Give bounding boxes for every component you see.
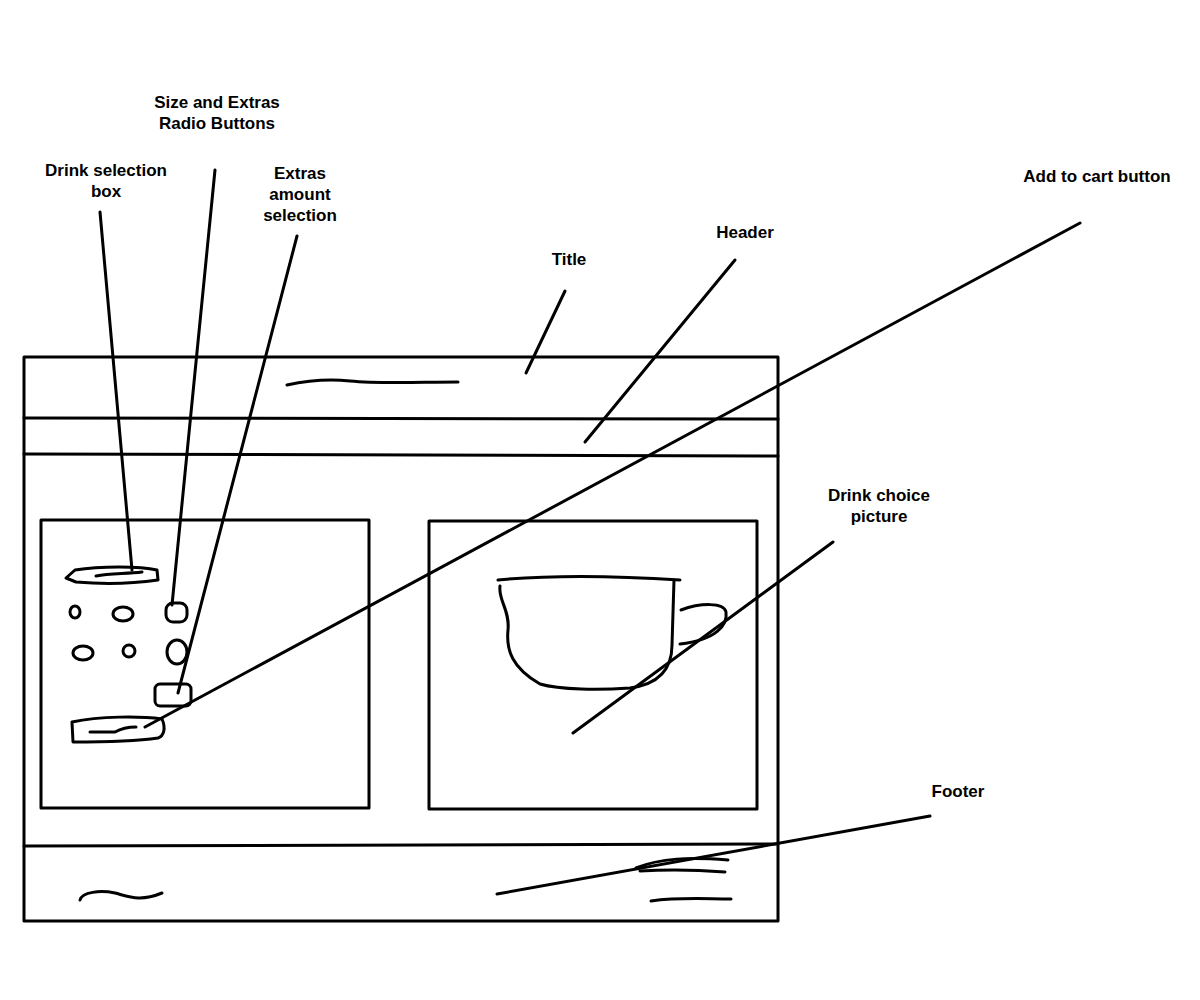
- drink-select-sketch: [66, 567, 158, 583]
- radio-sketch: [70, 606, 80, 618]
- page-frame: [24, 357, 778, 921]
- callout-label: Title: [529, 249, 609, 270]
- footer-scribble: [80, 892, 162, 900]
- leader-line: [573, 542, 833, 733]
- amount-box-sketch: [155, 684, 191, 706]
- callout-label: Drink selection box: [31, 160, 181, 202]
- leader-line: [526, 291, 565, 373]
- leader-line: [178, 236, 297, 693]
- radio-sketch: [73, 646, 93, 660]
- title-divider: [24, 418, 778, 419]
- leader-line: [585, 260, 735, 442]
- cup-body: [500, 580, 674, 689]
- callout-label: Header: [695, 222, 795, 243]
- header-divider: [24, 454, 778, 456]
- callout-label: Size and Extras Radio Buttons: [152, 92, 282, 134]
- picture-panel: [429, 521, 757, 809]
- radio-sketch: [167, 640, 187, 664]
- form-panel: [41, 520, 369, 808]
- radio-sketch: [113, 607, 133, 621]
- callout-label: Extras amount selection: [248, 163, 352, 226]
- leader-line: [497, 816, 930, 894]
- leader-line: [100, 212, 132, 570]
- drink-select-scribble: [96, 572, 142, 576]
- footer-scribble: [640, 870, 725, 872]
- callout-label: Add to cart button: [1007, 166, 1187, 187]
- radio-sketch: [166, 603, 187, 622]
- cart-button-scribble: [90, 727, 136, 732]
- leader-line: [172, 170, 215, 605]
- cup-rim: [498, 576, 680, 580]
- footer-scribble: [651, 899, 731, 902]
- callout-label: Footer: [908, 781, 1008, 802]
- leader-line: [145, 223, 1080, 727]
- footer-divider: [24, 844, 778, 846]
- radio-sketch: [123, 645, 135, 657]
- callout-label: Drink choice picture: [812, 485, 947, 527]
- title-scribble: [287, 380, 458, 385]
- cart-button-sketch: [72, 717, 164, 742]
